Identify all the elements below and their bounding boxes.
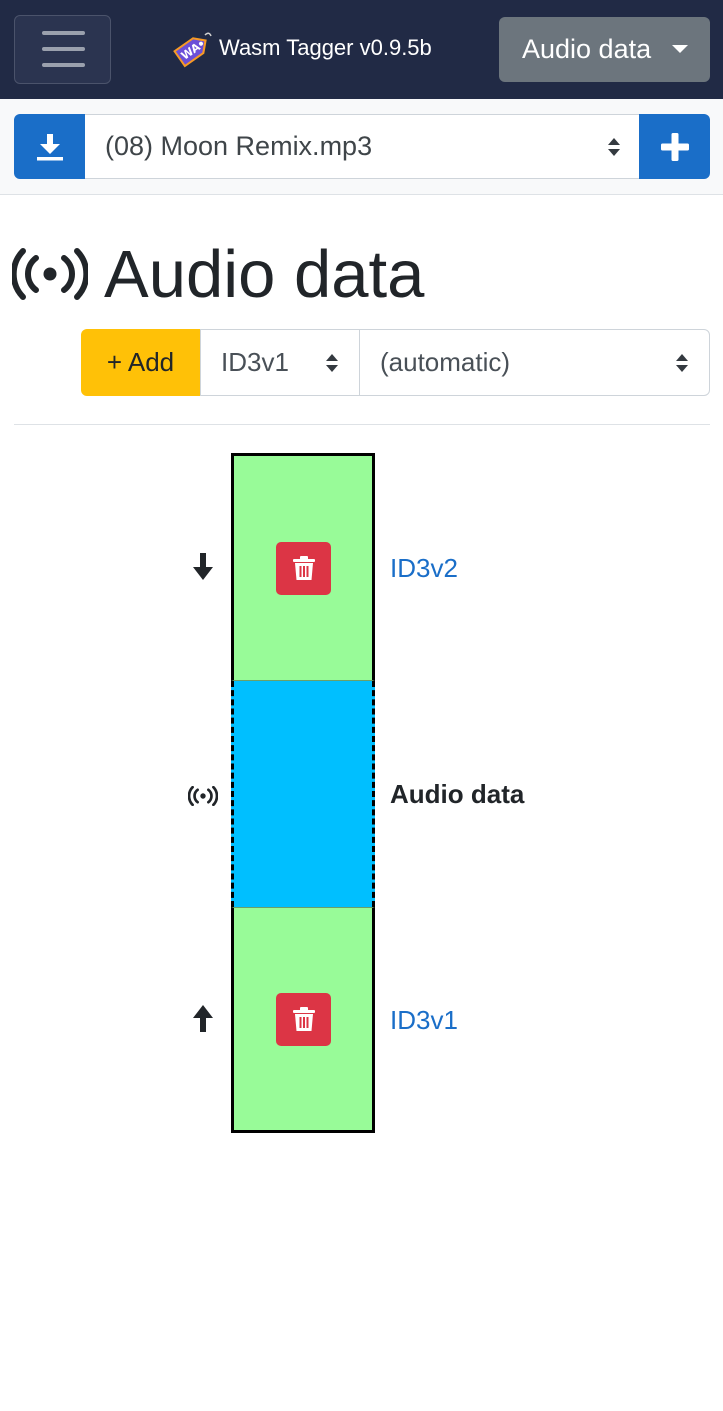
add-file-button[interactable] <box>639 114 710 179</box>
page-title: Audio data <box>104 236 425 312</box>
file-select[interactable]: (08) Moon Remix.mp3 <box>85 114 639 179</box>
caret-down-icon <box>672 45 688 53</box>
tag-position-select[interactable]: (automatic) <box>359 329 710 396</box>
download-icon <box>36 133 63 160</box>
menu-toggle-button[interactable] <box>14 15 111 84</box>
select-arrows-icon <box>676 354 688 372</box>
view-dropdown-button[interactable]: Audio data <box>499 17 710 82</box>
select-arrows-icon <box>608 138 620 156</box>
arrow-up-icon <box>193 1005 213 1032</box>
file-select-value: (08) Moon Remix.mp3 <box>105 131 373 161</box>
audio-data-block <box>231 681 375 907</box>
view-dropdown-label: Audio data <box>522 34 652 64</box>
tag-logo-icon: WA <box>173 32 212 68</box>
select-arrows-icon <box>326 354 338 372</box>
tag-type-value: ID3v1 <box>221 347 289 377</box>
tag-position-value: (automatic) <box>380 347 511 377</box>
add-tag-controls: + Add ID3v1 (automatic) <box>81 329 710 396</box>
brand[interactable]: WA Wasm Tagger v0.9.5b <box>170 26 432 70</box>
audio-data-label: Audio data <box>390 779 525 809</box>
brand-title: Wasm Tagger v0.9.5b <box>219 35 432 60</box>
delete-id3v1-button[interactable] <box>276 993 331 1046</box>
broadcast-icon <box>12 248 88 300</box>
trash-icon <box>292 556 315 580</box>
divider <box>14 424 710 425</box>
navbar: WA Wasm Tagger v0.9.5b Audio data <box>0 0 723 99</box>
tag-link-id3v1[interactable]: ID3v1 <box>390 1005 458 1035</box>
arrow-down-icon <box>193 553 213 580</box>
plus-icon <box>660 132 689 161</box>
delete-id3v2-button[interactable] <box>276 542 331 595</box>
page-heading: Audio data <box>12 234 424 314</box>
tag-type-select[interactable]: ID3v1 <box>200 329 359 396</box>
broadcast-icon <box>188 786 218 806</box>
tag-link-id3v2[interactable]: ID3v2 <box>390 553 458 583</box>
file-toolbar: (08) Moon Remix.mp3 <box>0 99 723 195</box>
add-tag-button[interactable]: + Add <box>81 329 200 396</box>
download-button[interactable] <box>14 114 85 179</box>
trash-icon <box>292 1007 315 1031</box>
